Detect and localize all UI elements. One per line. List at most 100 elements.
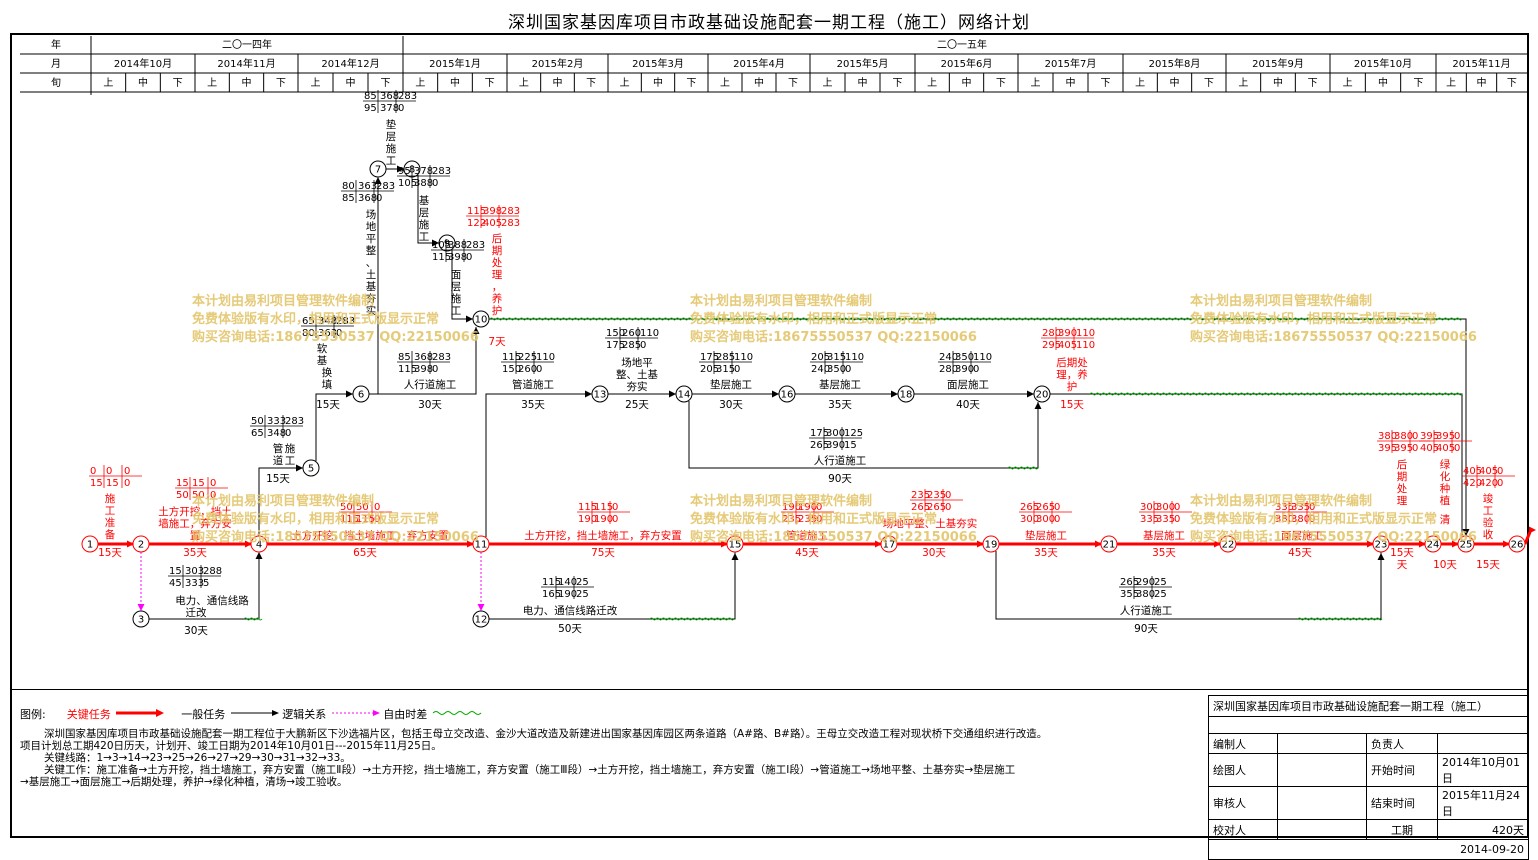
task-duration: 45天 <box>1288 547 1312 559</box>
title-block: 深圳国家基因库项目市政基础设施配套一期工程（施工） 编制人负责人 绘图人开始时间… <box>1208 695 1529 860</box>
task-name: 地 <box>366 220 377 233</box>
task-param: 335 <box>1291 502 1310 513</box>
task-param: 190 <box>798 502 817 513</box>
arrow-head <box>1027 390 1034 398</box>
arrow-head <box>1452 540 1459 548</box>
task-param: 115 <box>502 352 521 363</box>
task-param: 315 <box>716 364 735 375</box>
task-name: 管 <box>273 442 284 455</box>
task-param: 50 <box>176 490 189 501</box>
task-name: 准 <box>105 517 116 529</box>
task-param: 115 <box>340 514 359 525</box>
task-name: 绿 <box>1440 458 1451 471</box>
task-param: 175 <box>606 340 625 351</box>
task-param: 260 <box>622 328 641 339</box>
task-param: 25 <box>576 589 589 600</box>
task-name: 置 <box>190 530 201 542</box>
task-param: 0 <box>734 364 740 375</box>
task-name: 夯 <box>366 292 377 305</box>
node-number: 3 <box>138 615 144 626</box>
task-param: 350 <box>827 364 846 375</box>
node-number: 14 <box>678 390 691 401</box>
task-duration: 15天 <box>1060 399 1084 411</box>
tb-project: 深圳国家基因库项目市政基础设施配套一期工程（施工） <box>1208 695 1529 717</box>
task-param: 0 <box>124 478 130 489</box>
task-param: 0 <box>90 466 96 477</box>
header-xun: 下 <box>276 78 286 89</box>
task-param: 45 <box>169 578 182 589</box>
task-name: 后 <box>492 233 503 245</box>
node-number: 17 <box>883 540 896 551</box>
header-month: 2015年3月 <box>632 57 684 70</box>
task-name: 场 <box>366 208 377 221</box>
task-name: 清 <box>1440 513 1451 526</box>
task-param: 225 <box>518 352 537 363</box>
task-param: 15 <box>90 478 103 489</box>
task-param: 378 <box>380 103 399 114</box>
page-title: 深圳国家基因库项目市政基础设施配套一期工程（施工）网络计划 <box>508 13 1030 33</box>
task-param: 398 <box>448 252 467 263</box>
task-param: 0 <box>106 466 112 477</box>
task-name: 收 <box>1483 528 1494 541</box>
task-param: 0 <box>376 193 382 204</box>
task-param: 0 <box>816 514 822 525</box>
task-param: 265 <box>911 502 930 513</box>
task-name: 墙施工，弃方安 <box>158 517 232 530</box>
legend-logic-arrow <box>331 710 380 716</box>
task-name: 人行道施工 <box>404 378 457 391</box>
node-number: 21 <box>1103 540 1116 551</box>
task-name: 垫层施工 <box>1025 529 1067 542</box>
task-name: 管道施工 <box>512 378 554 391</box>
node-number: 11 <box>475 540 488 551</box>
task-duration: 35天 <box>828 399 852 411</box>
task-duration: 30天 <box>184 625 208 637</box>
task-param: 420 <box>1463 478 1482 489</box>
task-param: 110 <box>845 352 864 363</box>
task-duration: 7天 <box>488 336 506 348</box>
task-name: 面 <box>451 269 462 281</box>
task-arrow <box>258 467 303 536</box>
arrow-head <box>1034 402 1042 409</box>
legend-float-line <box>432 711 482 715</box>
node-number: 4 <box>256 540 262 551</box>
task-name: 工 <box>451 305 462 317</box>
float-line <box>649 617 735 621</box>
task-param: 405 <box>1436 443 1455 454</box>
task-param: 390 <box>1058 328 1077 339</box>
node-number: 6 <box>358 390 364 401</box>
task-param: 405 <box>483 218 502 229</box>
task-param: 283 <box>398 91 417 102</box>
task-param: 175 <box>700 352 719 363</box>
task-param: 115 <box>398 364 417 375</box>
arrow-head <box>1419 540 1426 548</box>
task-param: 0 <box>945 502 951 513</box>
node-number: 22 <box>1222 540 1235 551</box>
header-year: 二〇一四年 <box>222 38 272 51</box>
arrow-head <box>137 604 145 611</box>
task-param: 165 <box>542 589 561 600</box>
task-param: 25 <box>1154 589 1167 600</box>
header-xun: 下 <box>381 78 391 89</box>
task-param: 85 <box>398 352 411 363</box>
task-param: 205 <box>700 364 719 375</box>
arrow-head <box>977 540 984 548</box>
header-month: 2015年4月 <box>733 57 785 70</box>
node-circle <box>675 385 693 403</box>
task-param: 0 <box>466 252 472 263</box>
node-circle <box>472 610 490 628</box>
task-name: 土方开挖，挡土墙施工，弃方安置 <box>291 529 449 542</box>
header-xun: 下 <box>173 78 183 89</box>
task-duration: 10天 <box>1433 559 1457 571</box>
task-param: 140 <box>558 577 577 588</box>
node-circle <box>1219 535 1237 553</box>
node-number: 5 <box>308 464 314 475</box>
header-xun: 上 <box>1031 77 1041 89</box>
